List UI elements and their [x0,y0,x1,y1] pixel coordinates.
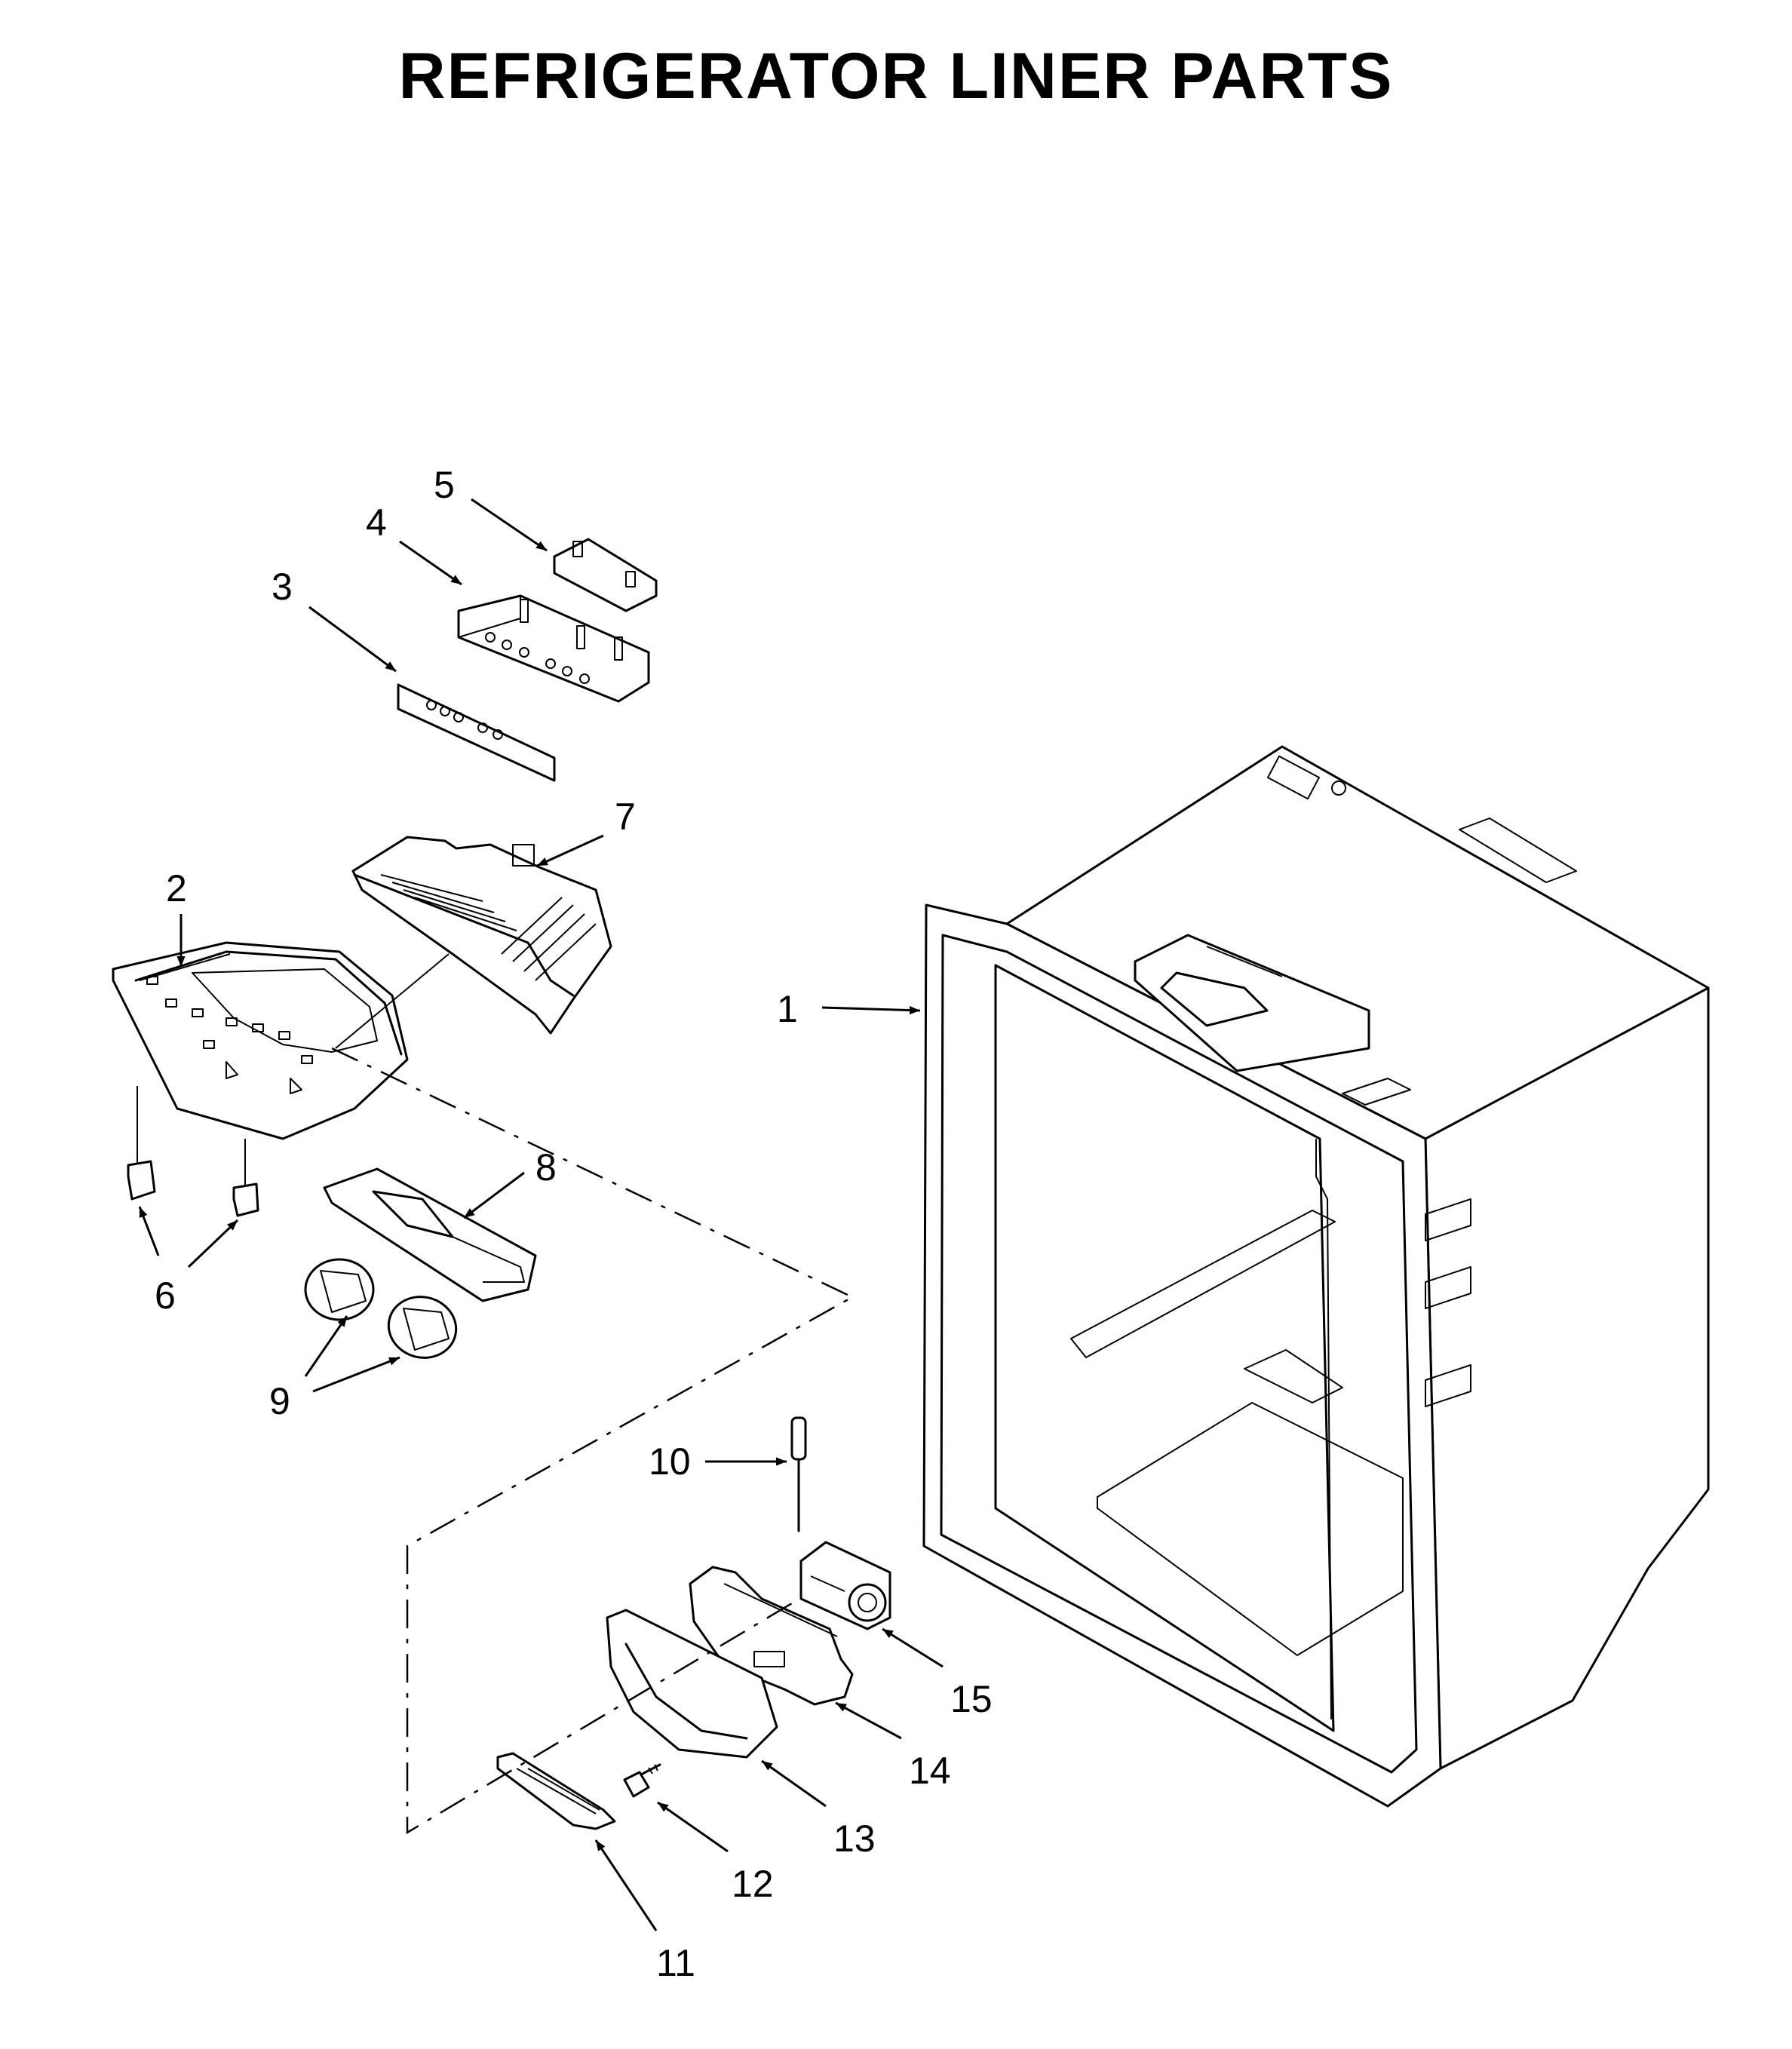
callout-4: 4 [366,502,387,544]
part-5-clip [553,538,658,612]
leader-arrows [138,498,944,1931]
callout-13: 13 [833,1817,876,1860]
callout-15: 15 [950,1678,993,1720]
callout-6: 6 [155,1274,176,1317]
callout-2: 2 [166,867,187,909]
part-6-switches [127,1086,259,1217]
part-4-bracket [457,594,650,703]
callout-5: 5 [434,464,455,506]
callout-12: 12 [732,1863,774,1905]
callout-labels: 1 2 3 4 5 6 7 8 9 10 11 12 13 14 15 [155,464,993,1984]
callout-7: 7 [615,796,636,838]
part-15-damper [799,1541,891,1630]
callout-3: 3 [272,566,293,608]
callout-8: 8 [535,1146,557,1189]
part-8-lens [323,1167,537,1302]
callout-9: 9 [269,1380,290,1422]
part-12-screw [623,1763,661,1798]
page-title: REFRIGERATOR LINER PARTS [398,40,1394,112]
part-2-control-housing [112,941,409,1140]
part-11-trim [496,1752,616,1830]
part-10-thermistor [790,1416,807,1532]
part-9-sockets [304,1258,458,1359]
part-7-damper-cover [351,836,612,1035]
assembly-lines [331,953,855,1835]
part-1-liner [922,745,1710,1808]
callout-11: 11 [656,1942,695,1984]
callout-10: 10 [649,1440,691,1483]
callout-14: 14 [909,1750,951,1792]
part-3-overlay [397,683,556,782]
callout-1: 1 [777,988,798,1030]
part-13-duct-cover [606,1609,778,1759]
